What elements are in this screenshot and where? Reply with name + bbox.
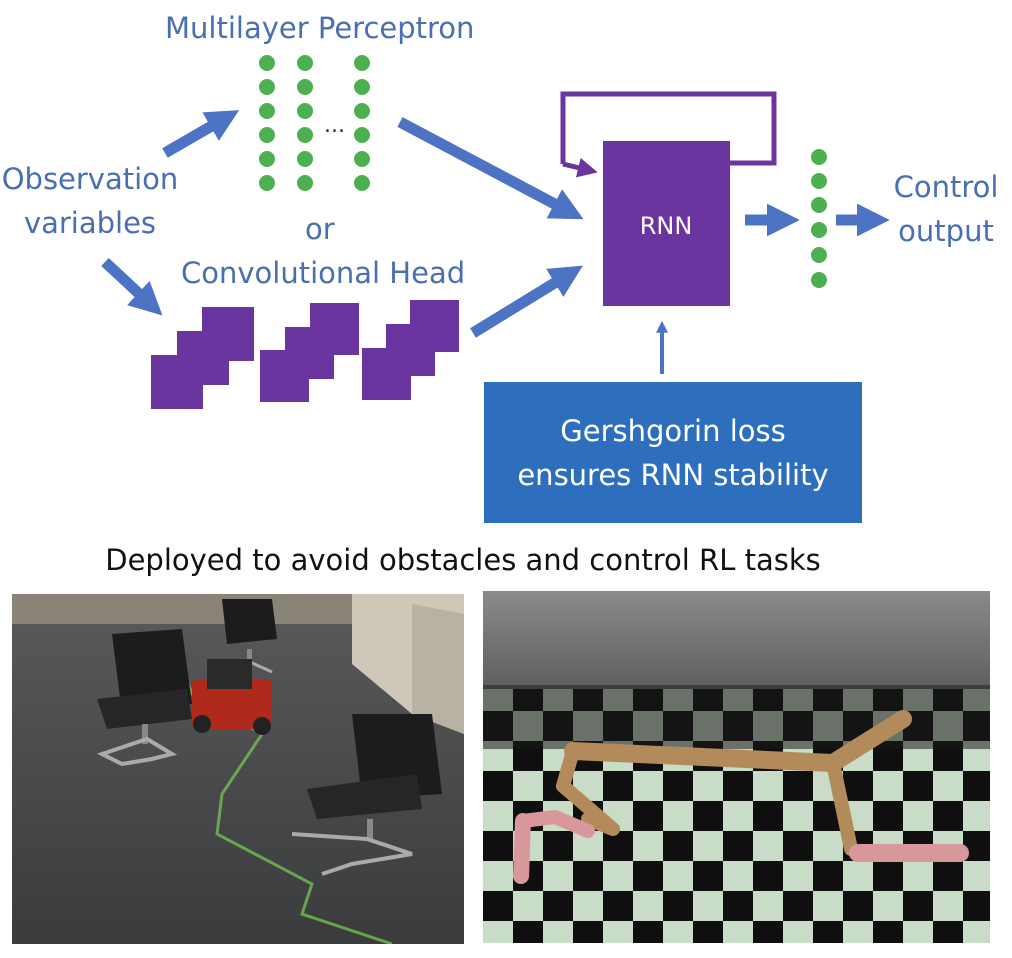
gershgorin-loss-box: Gershgorin loss ensures RNN stability [484,382,862,523]
robot-obstacle-avoidance-photo [12,594,464,944]
loss-text-line2: ensures RNN stability [517,457,829,492]
output-layer [811,149,827,288]
mlp-layer-2 [297,55,313,191]
office-chair-3 [291,714,442,876]
rnn-recurrence-loop [602,91,777,166]
conv-block-1 [151,307,254,409]
office-chair-1 [96,629,192,767]
arrow-input-to-conv [101,257,163,316]
rnn-recurrence-arrow [562,157,598,178]
half-cheetah-simulation-render [483,591,990,943]
caption: Deployed to avoid obstacles and control … [105,543,821,577]
input-label-line2: variables [23,206,157,240]
mlp-ellipsis: ... [324,113,345,138]
input-label-line1: Observation [1,162,179,196]
rnn-recurrence-entry [560,91,602,164]
cheetah-body [513,710,969,884]
arrow-conv-to-rnn [470,265,583,338]
conv-label: Convolutional Head [181,256,466,290]
mlp-label: Multilayer Perceptron [165,11,475,45]
architecture-diagram: ... RNN [101,55,890,409]
arrow-mlp-to-rnn [397,117,584,220]
mlp-layer-1 [259,55,275,191]
rnn-label: RNN [640,212,693,240]
conv-blocks [151,300,459,409]
robot [192,659,272,735]
output-label-line1: Control [893,170,999,204]
rnn-block [603,141,730,306]
arrow-input-to-mlp [162,110,240,158]
conv-block-3 [362,300,459,400]
output-label-line2: output [898,214,994,248]
loss-text-line1: Gershgorin loss [560,413,786,448]
mlp-layer-3 [354,55,370,191]
or-label: or [305,212,335,246]
conv-block-2 [260,303,359,402]
